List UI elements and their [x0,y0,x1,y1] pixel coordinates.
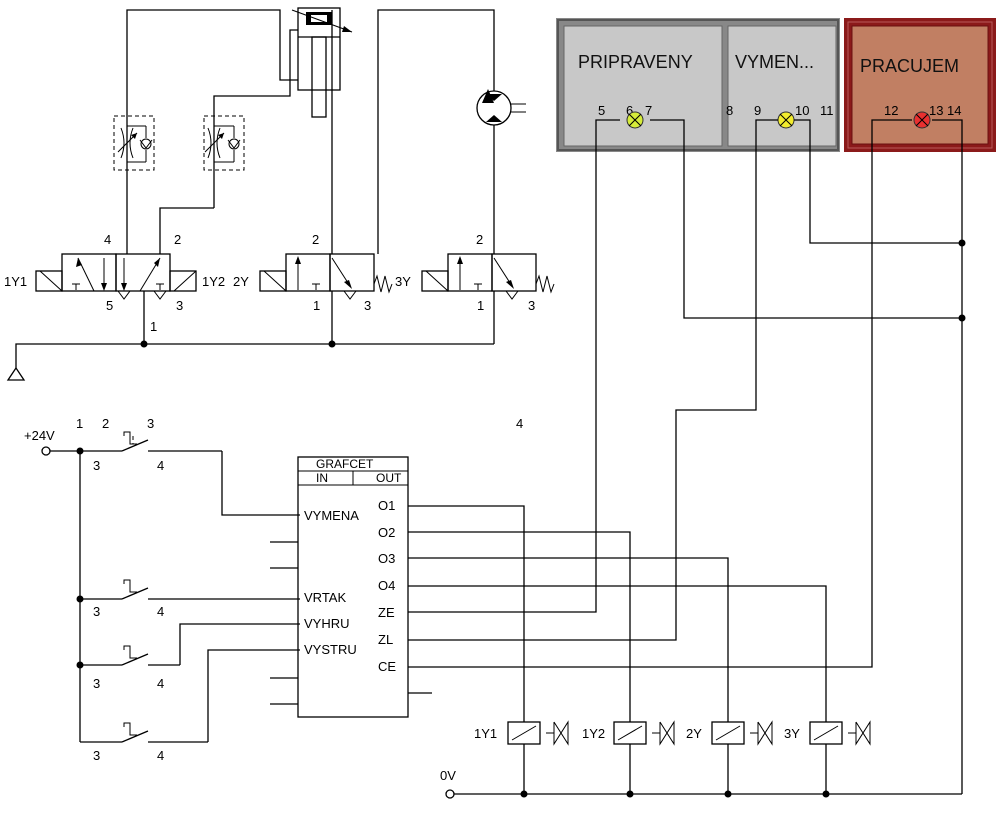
port-label: 3 [176,298,183,313]
grafcet-input: VYHRU [304,616,350,631]
port-label: 3 [364,298,371,313]
terminal-label: 3 [93,676,100,691]
solenoid-coil-1y2[interactable] [613,720,675,746]
solenoid-label: 1Y2 [202,274,225,289]
solenoid-label: 3Y [395,274,411,289]
grafcet-output: ZE [378,605,395,620]
coil-label: 2Y [686,726,702,741]
lamp-icon [777,111,795,129]
pin-label: 7 [645,103,652,118]
pin-label: 10 [795,103,809,118]
terminal-label: 3 [93,604,100,619]
grafcet-output: CE [378,659,396,674]
solenoid-label: 2Y [233,274,249,289]
valve-5-2[interactable] [35,253,197,300]
lamp-icon [913,111,931,129]
solenoid-coil-3y[interactable] [809,720,871,746]
pin-label: 6 [626,103,633,118]
pin-label: 13 [929,103,943,118]
grafcet-output: ZL [378,632,393,647]
pin-label: 14 [947,103,961,118]
terminal-label: 4 [157,748,164,763]
port-label: 4 [104,232,111,247]
terminal-label: 4 [157,676,164,691]
grafcet-input: VYMENA [304,508,359,523]
pneumatic-motor[interactable] [476,89,526,126]
terminal-label: 4 [157,604,164,619]
terminal-label: 3 [147,416,154,431]
supply-label: 0V [440,768,456,783]
pneumatic-cylinder[interactable] [291,7,353,118]
port-label: 1 [313,298,320,313]
port-label: 1 [477,298,484,313]
valve-3-2-b[interactable] [421,253,555,300]
terminal-zero[interactable] [445,789,455,799]
grafcet-input: VRTAK [304,590,346,605]
grafcet-title: GRAFCET [316,457,374,471]
grafcet-block[interactable] [297,456,409,718]
terminal-label: 3 [93,748,100,763]
grafcet-input: VYSTRU [304,642,357,657]
port-label: 5 [106,298,113,313]
pin-label: 12 [884,103,898,118]
grafcet-output: O2 [378,525,395,540]
port-label: 2 [476,232,483,247]
panel-label: VYMEN... [735,52,814,72]
grafcet-output: O1 [378,498,395,513]
port-label: 3 [528,298,535,313]
push-button-switch-1[interactable] [121,431,222,452]
panel-pracujem[interactable] [844,18,996,152]
port-label: 1 [150,319,157,334]
port-label: 2 [174,232,181,247]
air-source-icon [6,366,26,381]
terminal-plus[interactable] [41,446,51,456]
solenoid-coil-2y[interactable] [711,720,773,746]
push-button-switch-4[interactable] [80,722,208,743]
throttle-check-valve-right[interactable] [203,112,245,208]
terminal-label: 4 [157,458,164,473]
pin-label: 11 [820,103,834,118]
terminal-label: 4 [516,416,523,431]
panel-pripraveny[interactable] [556,18,840,152]
lamp-icon [626,111,644,129]
supply-label: +24V [24,428,55,443]
pin-label: 5 [598,103,605,118]
solenoid-label: 1Y1 [4,274,27,289]
solenoid-coil-1y1[interactable] [507,720,569,746]
terminal-label: 1 [76,416,83,431]
push-button-switch-3[interactable] [80,645,180,666]
grafcet-in-label: IN [316,471,328,485]
terminal-label: 2 [102,416,109,431]
valve-3-2-a[interactable] [259,253,393,300]
panel-label: PRIPRAVENY [578,52,693,72]
coil-label: 1Y2 [582,726,605,741]
throttle-check-valve-left[interactable] [113,112,155,210]
coil-label: 1Y1 [474,726,497,741]
pin-label: 9 [754,103,761,118]
pin-label: 8 [726,103,733,118]
grafcet-output: O3 [378,551,395,566]
panel-label: PRACUJEM [860,56,959,76]
port-label: 2 [312,232,319,247]
grafcet-output: O4 [378,578,395,593]
terminal-label: 3 [93,458,100,473]
push-button-switch-2[interactable] [80,579,300,600]
grafcet-out-label: OUT [376,471,402,485]
coil-label: 3Y [784,726,800,741]
